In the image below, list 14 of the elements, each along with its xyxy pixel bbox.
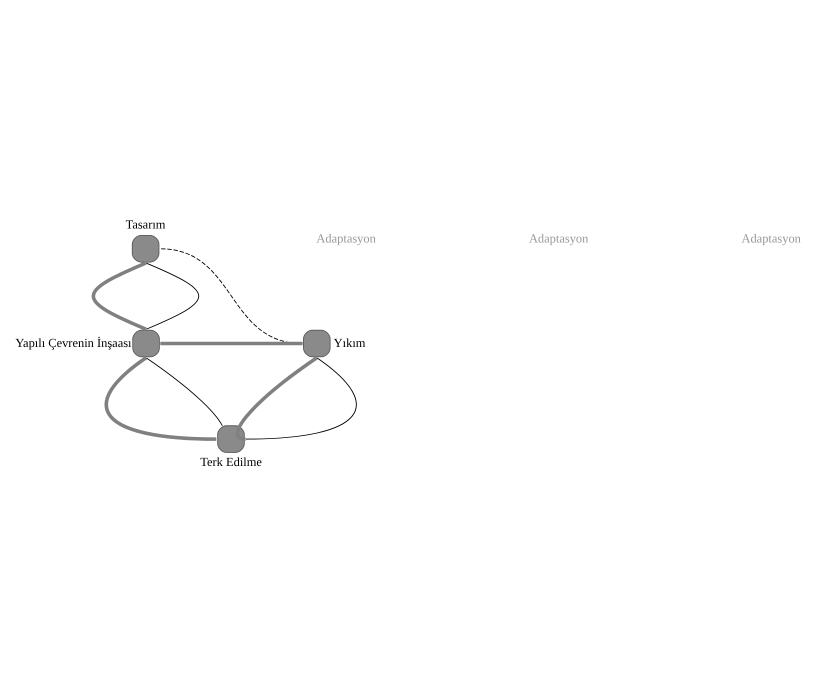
connector (160, 342, 303, 346)
label: Adaptasyon (528, 231, 588, 246)
label: Adaptasyon (741, 231, 801, 246)
connector (92, 261, 147, 331)
connector (236, 356, 318, 441)
connector (246, 358, 356, 440)
connector (146, 262, 200, 330)
label: Adaptasyon (316, 231, 376, 246)
connector (104, 356, 216, 441)
connector (146, 358, 223, 426)
node-label: Terk Edilme (200, 454, 262, 469)
node-label: Tasarım (126, 218, 166, 232)
node-label: Yapılı Çevrenin İnşaası (15, 336, 132, 350)
node-label: Yıkım (334, 336, 366, 350)
